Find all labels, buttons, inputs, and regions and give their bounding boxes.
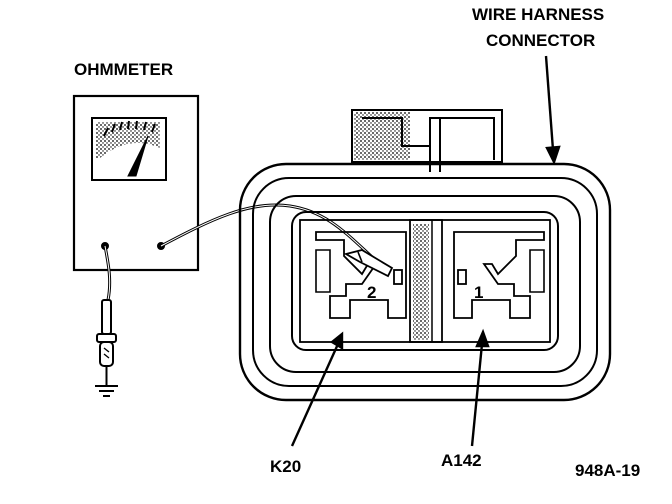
ohmmeter-label: OHMMETER [74, 60, 174, 79]
wire-harness-connector [238, 109, 612, 402]
pin-2-label: 2 [367, 283, 377, 302]
harness-label-line1: WIRE HARNESS [472, 5, 605, 24]
wire-k20-label: K20 [270, 457, 302, 476]
wire-a142-label: A142 [441, 451, 482, 470]
figure-code: 948A-19 [575, 461, 641, 480]
test-lead-wires [103, 203, 381, 301]
harness-label-line2: CONNECTOR [486, 31, 596, 50]
ground-symbol-icon [95, 385, 118, 397]
pin-1-label: 1 [474, 283, 484, 302]
ohmmeter-icon [72, 94, 200, 272]
test-probe-icon [96, 299, 117, 386]
arrow-icon [290, 55, 561, 447]
